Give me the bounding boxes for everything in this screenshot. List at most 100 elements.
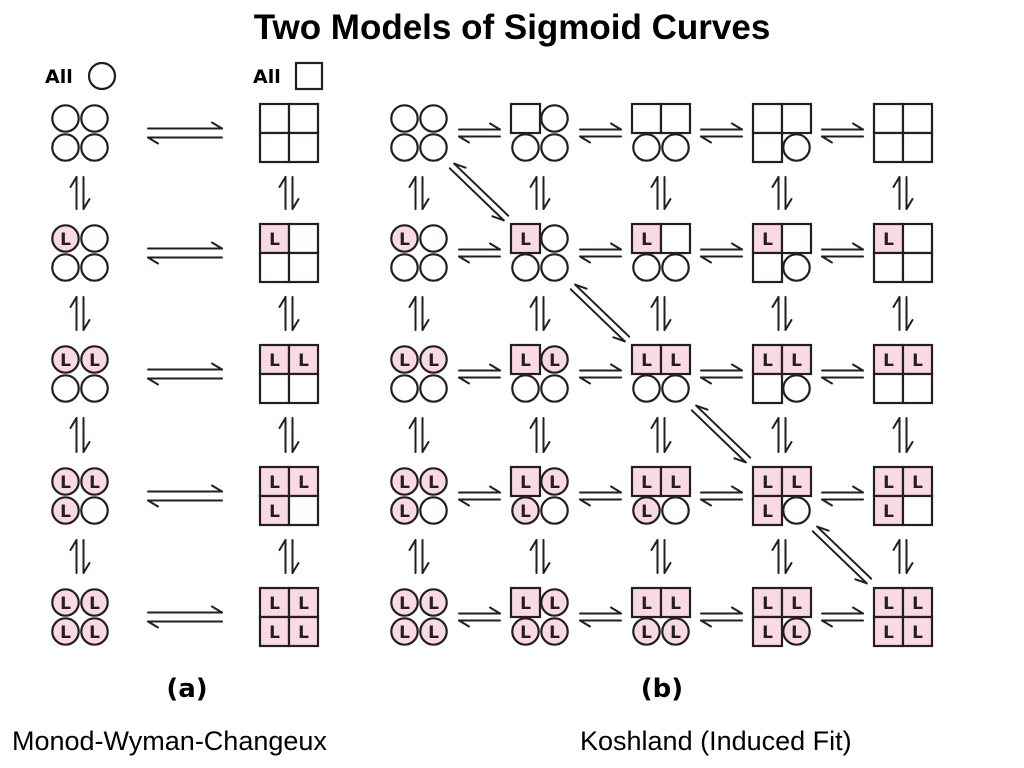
equilibrium-arrow-diagonal <box>569 283 631 343</box>
ligand-label: L <box>791 623 802 643</box>
square-subunit <box>751 131 784 164</box>
circle-subunit <box>390 374 419 403</box>
equilibrium-arrow-vertical <box>408 176 430 210</box>
page-title: Two Models of Sigmoid Curves <box>253 8 771 47</box>
ligand-label: L <box>791 351 802 371</box>
enzyme-tetramer: L <box>51 224 109 282</box>
ligand-label: L <box>641 351 652 371</box>
square-subunit <box>287 102 320 135</box>
ligand-label: L <box>549 351 560 371</box>
ligand-label: L <box>269 473 280 493</box>
square-subunit <box>872 131 905 164</box>
bound-circle-subunit <box>390 617 419 646</box>
square-subunit <box>901 131 934 164</box>
ligand-label: L <box>298 351 309 371</box>
bound-circle-subunit <box>390 467 419 496</box>
bound-square-subunit <box>287 465 320 498</box>
enzyme-tetramer: L <box>390 224 448 282</box>
ligand-label: L <box>912 351 923 371</box>
circle-subunit <box>632 133 661 162</box>
equilibrium-arrow-horizontal <box>579 606 622 628</box>
equilibrium-arrow-vertical <box>650 539 672 574</box>
equilibrium-arrow-diagonal <box>690 404 752 464</box>
bound-circle-subunit <box>632 496 661 525</box>
bound-square-subunit <box>287 586 320 619</box>
circle-subunit <box>511 253 540 282</box>
circle-subunit <box>540 374 569 403</box>
ligand-label: L <box>670 473 681 493</box>
equilibrium-arrow-horizontal <box>458 606 501 628</box>
circle-subunit <box>782 374 811 403</box>
ligand-label: L <box>791 594 802 614</box>
bound-circle-subunit <box>80 617 109 646</box>
bound-circle-subunit <box>390 588 419 617</box>
equilibrium-arrow-horizontal <box>579 485 622 507</box>
ligand-label: L <box>883 230 894 250</box>
ligand-label: L <box>883 473 894 493</box>
ligand-label: L <box>762 230 773 250</box>
circle-subunit <box>661 496 690 525</box>
bound-circle-subunit <box>632 617 661 646</box>
ligand-label: L <box>670 351 681 371</box>
ligand-label: L <box>89 473 100 493</box>
ligand-label: L <box>883 351 894 371</box>
square-subunit <box>751 372 784 405</box>
square-subunit <box>287 222 320 255</box>
ligand-label: L <box>298 473 309 493</box>
bound-circle-subunit <box>540 467 569 496</box>
enzyme-tetramer: L <box>872 222 934 284</box>
circle-subunit <box>51 104 80 133</box>
ligand-label: L <box>520 230 531 250</box>
enzyme-tetramer <box>630 102 692 162</box>
panel-b-label: (b) <box>641 674 683 704</box>
ligand-label: L <box>912 623 923 643</box>
circle-subunit <box>540 496 569 525</box>
ligand-label: L <box>269 351 280 371</box>
circle-subunit <box>80 496 109 525</box>
bound-circle-subunit <box>51 345 80 374</box>
enzyme-tetramer: L <box>509 222 569 282</box>
ligand-label: L <box>399 230 410 250</box>
ligand-label: L <box>60 473 71 493</box>
equilibrium-arrow-horizontal <box>579 363 622 385</box>
ligand-label: L <box>791 473 802 493</box>
equilibrium-arrow-vertical <box>771 539 793 574</box>
circle-subunit <box>390 104 419 133</box>
legend-circle-icon <box>87 61 117 91</box>
circle-subunit <box>632 253 661 282</box>
caption-mwc: Monod-Wyman-Changeux <box>12 726 327 756</box>
equilibrium-arrow-vertical <box>650 296 672 331</box>
ligand-label: L <box>912 473 923 493</box>
equilibrium-arrow-horizontal <box>821 363 864 385</box>
enzyme-tetramer <box>872 102 934 164</box>
ligand-label: L <box>520 473 531 493</box>
ligand-label: L <box>89 623 100 643</box>
circle-subunit <box>390 253 419 282</box>
ligand-label: L <box>762 502 773 522</box>
bound-circle-subunit <box>80 467 109 496</box>
bound-square-subunit <box>901 615 934 648</box>
circle-subunit <box>540 133 569 162</box>
enzyme-tetramer: L <box>751 222 813 284</box>
ligand-label: L <box>428 351 439 371</box>
bound-square-subunit <box>509 586 542 619</box>
equilibrium-arrow-vertical <box>278 176 300 210</box>
equilibrium-arrow-horizontal <box>147 362 223 386</box>
ligand-label: L <box>60 623 71 643</box>
bound-circle-subunit <box>80 588 109 617</box>
square-subunit <box>901 102 934 135</box>
enzyme-tetramer: L <box>630 222 692 282</box>
square-subunit <box>287 372 320 405</box>
bound-square-subunit <box>287 343 320 376</box>
circle-subunit <box>419 104 448 133</box>
